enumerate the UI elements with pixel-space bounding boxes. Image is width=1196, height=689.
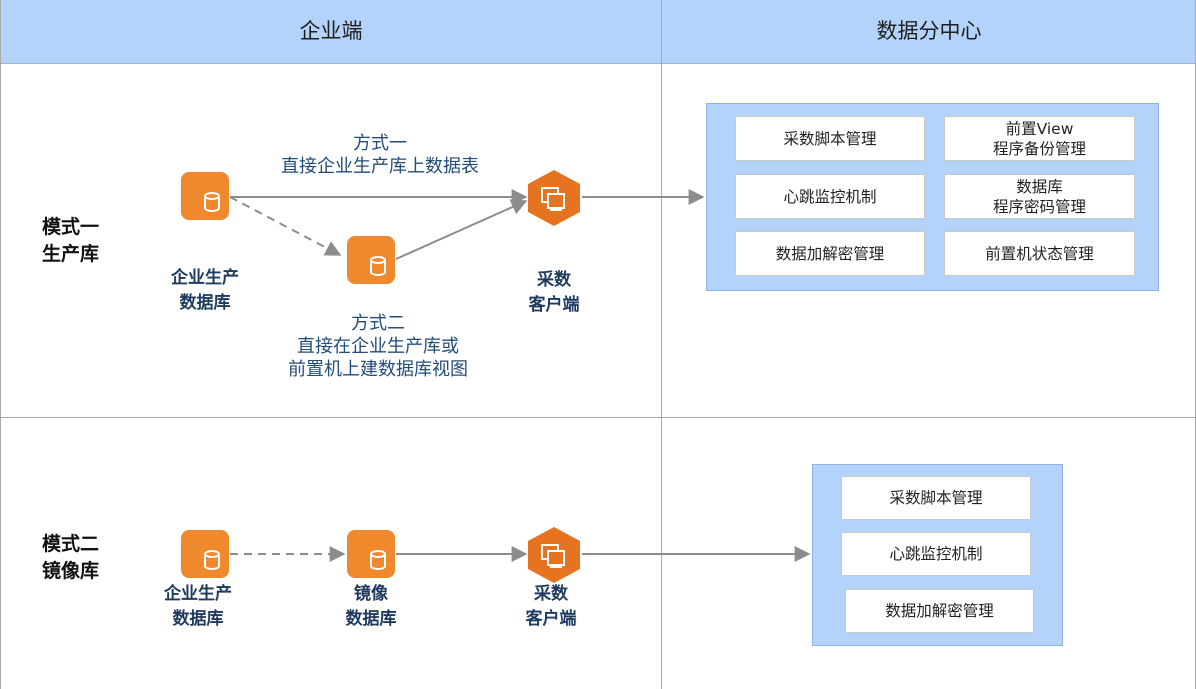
method2-description-line1: 直接在企业生产库或 — [297, 336, 459, 357]
database-icon — [181, 530, 229, 578]
cell-line: 数据加解密管理 — [775, 244, 885, 263]
cell-line: 程序备份管理 — [992, 139, 1086, 158]
method2-text: 方式二 直接在企业生产库或 前置机上建数据库视图 — [238, 312, 518, 381]
data-center-column-title: 数据分中心 — [876, 19, 982, 43]
panel-cell-db-password: 数据库程序密码管理 — [944, 174, 1135, 219]
mode2-mirror-label-line2: 数据库 — [345, 609, 397, 629]
panel-cell-script-management: 采数脚本管理 — [841, 476, 1031, 520]
mode2-label: 模式二 镜像库 — [42, 531, 99, 585]
cell-line: 采数脚本管理 — [783, 129, 877, 148]
method2-description-line2: 前置机上建数据库视图 — [288, 359, 468, 380]
mode2-mirror-label-line1: 镜像 — [354, 584, 388, 604]
mode2-label-line2: 镜像库 — [42, 560, 100, 582]
column-divider — [661, 0, 662, 689]
cell-line: 程序密码管理 — [992, 197, 1086, 216]
mode1-client-label-line1: 采数 — [537, 270, 571, 290]
method1-text: 方式一 直接企业生产库上数据表 — [240, 132, 520, 178]
mode1-client-label: 采数 客户端 — [494, 268, 614, 318]
mode2-client-label-line2: 客户端 — [525, 609, 577, 629]
cell-line: 数据加解密管理 — [885, 602, 994, 620]
view-to-client-arrow — [395, 199, 528, 260]
mode2-source-label-line1: 企业生产 — [164, 584, 232, 604]
method1-description: 直接企业生产库上数据表 — [281, 156, 479, 177]
cell-line: 采数脚本管理 — [889, 489, 983, 507]
panel-cell-script-management: 采数脚本管理 — [735, 116, 925, 161]
row-divider — [0, 417, 1196, 418]
method2-dashed-arrow — [229, 196, 342, 256]
mode1-source-label: 企业生产 数据库 — [145, 266, 265, 316]
mode1-client-label-line2: 客户端 — [528, 295, 580, 315]
mode2-mirror-label: 镜像 数据库 — [311, 582, 431, 632]
client-monitor-icon — [528, 170, 580, 226]
enterprise-column-title: 企业端 — [299, 19, 363, 43]
database-icon — [347, 236, 395, 284]
cell-line: 数据库 — [1016, 177, 1063, 196]
mode2-client-label: 采数 客户端 — [491, 582, 611, 632]
mode1-source-label-line1: 企业生产 — [171, 268, 239, 288]
database-icon — [181, 172, 229, 220]
mode2-label-line1: 模式二 — [42, 533, 100, 555]
panel-cell-encryption: 数据加解密管理 — [735, 231, 925, 276]
frame-left-border — [0, 0, 1, 689]
database-icon — [347, 530, 395, 578]
header-band — [0, 0, 1196, 64]
panel-cell-heartbeat: 心跳监控机制 — [841, 532, 1031, 576]
mode1-label: 模式一 生产库 — [42, 214, 99, 268]
method2-title: 方式二 — [351, 313, 405, 334]
client-monitor-icon — [528, 527, 580, 583]
cell-line: 心跳监控机制 — [783, 187, 877, 206]
mode2-client-label-line1: 采数 — [534, 584, 568, 604]
mode1-label-line1: 模式一 — [42, 216, 100, 238]
cell-line: 前置View — [1005, 119, 1074, 138]
cell-line: 心跳监控机制 — [889, 545, 983, 563]
mode1-source-label-line2: 数据库 — [179, 293, 231, 313]
method1-title: 方式一 — [353, 133, 407, 154]
mode1-label-line2: 生产库 — [42, 243, 100, 265]
panel-cell-encryption: 数据加解密管理 — [845, 589, 1034, 633]
mode2-source-label-line2: 数据库 — [172, 609, 224, 629]
mode2-source-label: 企业生产 数据库 — [138, 582, 258, 632]
cell-line: 前置机状态管理 — [985, 244, 1094, 263]
panel-cell-front-machine-status: 前置机状态管理 — [944, 231, 1135, 276]
panel-cell-heartbeat: 心跳监控机制 — [735, 174, 925, 219]
